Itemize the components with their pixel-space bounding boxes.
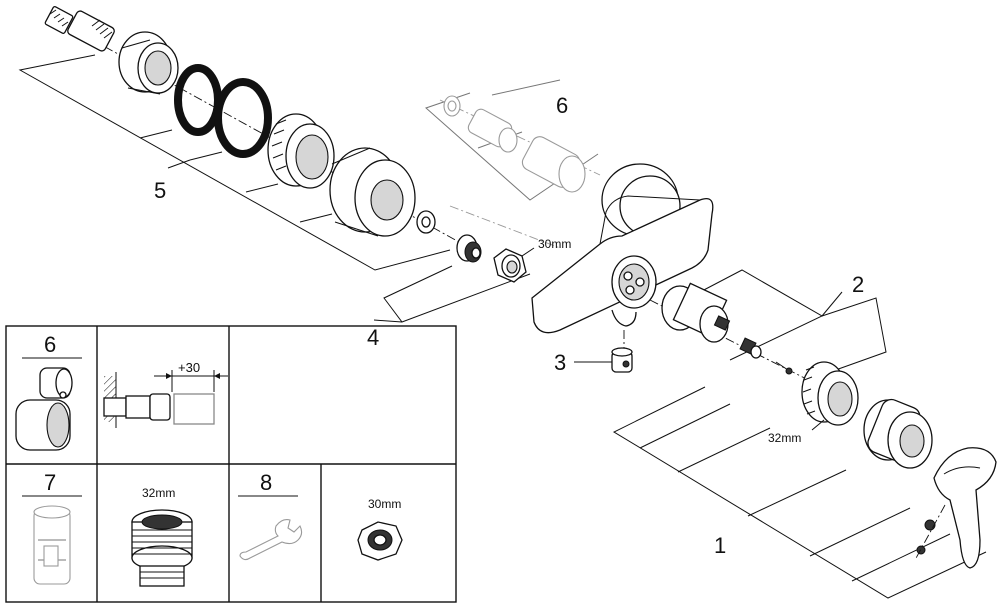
accessory-legend: 6 +30 7 (5, 325, 457, 603)
callout-6: 6 (556, 93, 568, 118)
legend-cell-7-ring: 32mm (131, 486, 193, 587)
check-valve-seat (456, 234, 482, 263)
threaded-ring-32mm (801, 361, 859, 431)
threaded-adapter (44, 6, 115, 52)
dimension-30mm: 30mm (538, 237, 571, 251)
wrench-icon (239, 519, 303, 561)
legend-cell-7: 7 (22, 470, 82, 585)
o-ring-large (214, 78, 272, 158)
nut-illustration (357, 521, 403, 561)
legend-30mm-label: 30mm (368, 497, 401, 511)
cartridge-illustration (33, 505, 71, 585)
union-nut-30mm (493, 247, 535, 283)
threaded-ring-nut (267, 113, 335, 189)
legend-32mm-label: 32mm (142, 486, 175, 500)
sleeve (118, 31, 179, 95)
callout-1: 1 (714, 533, 726, 558)
cartridge (661, 282, 731, 343)
mixer-body (531, 163, 714, 350)
legend-cell-6: 6 (15, 332, 82, 451)
callout-2: 2 (852, 272, 864, 297)
dimension-32mm: 32mm (768, 431, 801, 445)
legend-cell-6-installation: +30 (103, 360, 228, 428)
legend-number-6: 6 (44, 332, 56, 357)
o-ring-small (174, 64, 222, 136)
group-3-outlet-nipple: 3 (554, 347, 633, 375)
extension-label: +30 (178, 360, 200, 375)
threaded-ring-illustration (131, 509, 193, 587)
legend-cell-8: 8 (238, 470, 303, 561)
washer (416, 210, 436, 234)
callout-4: 4 (367, 325, 379, 350)
spindle-adapter (739, 337, 762, 359)
group-6-extension-set: 6 (425, 79, 601, 249)
group-2-cartridge-set: 32mm 2 (649, 269, 887, 445)
legend-cell-8-nut: 30mm (357, 497, 403, 561)
callout-5: 5 (154, 178, 166, 203)
group-1-handle-set: 1 (612, 386, 997, 599)
extension-sleeve (521, 136, 586, 193)
outlet-nipple (611, 347, 633, 373)
lever-handle (933, 447, 997, 569)
group-4-seat-and-nut: 30mm 4 (367, 234, 571, 350)
extension-sleeve-illustration (15, 367, 73, 451)
handle-screws (914, 504, 946, 561)
legend-number-8: 8 (260, 470, 272, 495)
extension-piece (467, 108, 518, 153)
group-5-connection-parts: 5 (18, 6, 471, 271)
rosette (329, 147, 416, 237)
screw (775, 361, 793, 375)
callout-3: 3 (554, 350, 566, 375)
cover-sleeve (863, 398, 933, 469)
legend-number-7: 7 (44, 470, 56, 495)
